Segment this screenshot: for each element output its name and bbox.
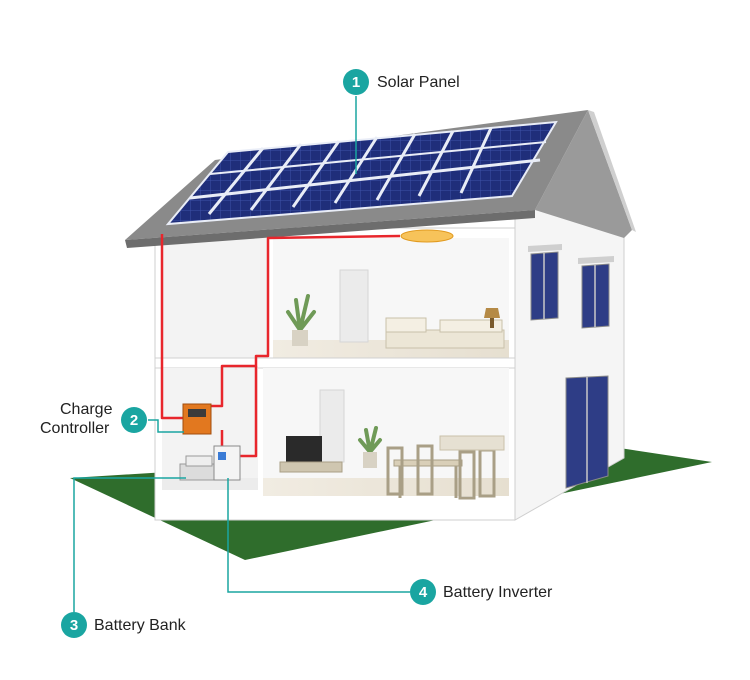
tv-unit (279, 436, 343, 473)
callout-badge-1: 1 (343, 69, 369, 95)
lower-floor-right (263, 478, 509, 496)
charge-controller-label-line2: Controller (40, 420, 110, 437)
downstairs-plant (358, 426, 382, 468)
side-door-window (565, 375, 609, 489)
battery-inverter-label: Battery Inverter (443, 584, 553, 601)
svg-text:4: 4 (419, 584, 428, 601)
svg-text:2: 2 (130, 412, 138, 429)
svg-text:1: 1 (352, 74, 360, 91)
battery-inverter (213, 445, 241, 481)
charge-controller-label-line1: Charge (60, 401, 113, 418)
upper-door (339, 269, 369, 343)
svg-text:3: 3 (70, 617, 78, 634)
ceiling-lamp (400, 229, 454, 243)
callout-badge-4: 4 (410, 579, 436, 605)
lower-door (319, 389, 345, 463)
leader-lines (73, 96, 410, 612)
upstairs-plant (286, 294, 316, 346)
solar-panel-label: Solar Panel (377, 74, 460, 91)
battery-bank-label: Battery Bank (94, 617, 186, 634)
charge-controller (182, 403, 212, 435)
side-window-upper-left (528, 244, 562, 321)
bedside-lamp (484, 308, 500, 328)
solar-panel-array (165, 120, 558, 226)
upper-room-left (162, 238, 268, 358)
callout-badge-2: 2 (121, 407, 147, 433)
bed (385, 317, 505, 349)
kitchen-counter (439, 435, 505, 451)
callout-badge-3: 3 (61, 612, 87, 638)
battery-bank (179, 455, 217, 481)
lower-floor-left (162, 478, 258, 490)
floor-slab (154, 357, 516, 369)
side-window-upper-right (578, 256, 614, 329)
